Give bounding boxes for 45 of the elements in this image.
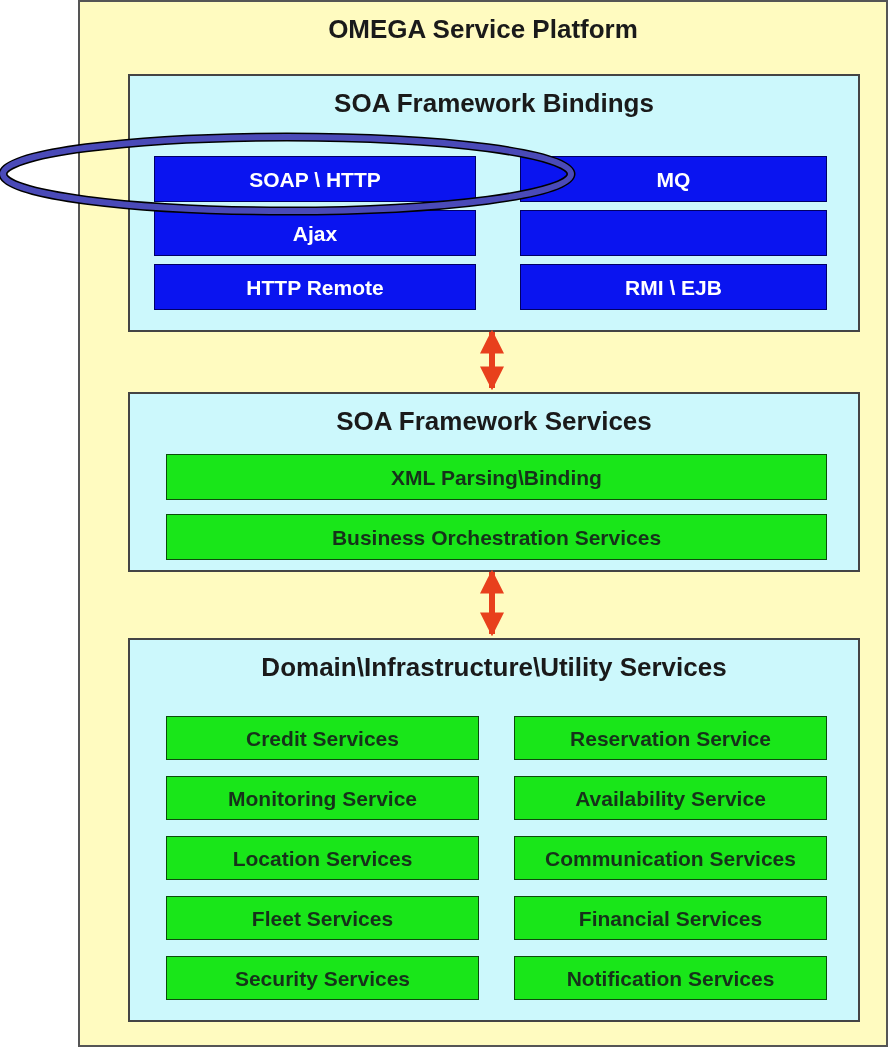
service-box bbox=[514, 716, 827, 760]
service-box bbox=[166, 896, 479, 940]
binding-box bbox=[154, 156, 476, 202]
double-arrow bbox=[480, 329, 504, 391]
box-label: Monitoring Service bbox=[228, 787, 417, 809]
binding-box bbox=[520, 156, 827, 202]
box-label: HTTP Remote bbox=[246, 276, 384, 298]
double-arrow bbox=[480, 569, 504, 637]
box-label: Security Services bbox=[234, 967, 411, 989]
box-label: Financial Services bbox=[578, 907, 763, 929]
service-box bbox=[166, 454, 827, 500]
service-box bbox=[166, 836, 479, 880]
layer-heading: Domain\Infrastructure\Utility Services bbox=[260, 654, 728, 680]
box-label: Business Orchestration Services bbox=[331, 526, 662, 548]
box-label: Notification Services bbox=[566, 967, 775, 989]
layer-heading: SOA Framework Bindings bbox=[333, 90, 655, 116]
service-box bbox=[166, 514, 827, 560]
box-label: Availability Service bbox=[575, 787, 766, 809]
box-label: Ajax bbox=[292, 222, 338, 244]
box-label: MQ bbox=[656, 168, 691, 190]
service-box bbox=[514, 836, 827, 880]
service-box bbox=[514, 776, 827, 820]
layer-heading: SOA Framework Services bbox=[335, 408, 653, 434]
box-label: Fleet Services bbox=[251, 907, 394, 929]
service-box bbox=[514, 896, 827, 940]
binding-box bbox=[520, 210, 827, 256]
box-label: RMI \ EJB bbox=[625, 276, 722, 298]
box-label: Credit Services bbox=[246, 727, 399, 749]
layer-panel bbox=[128, 74, 860, 332]
box-label: XML Parsing\Binding bbox=[391, 466, 602, 488]
box-label: Communication Services bbox=[545, 847, 796, 869]
box-label: Location Services bbox=[232, 847, 413, 869]
layer-heading: OMEGA Service Platform bbox=[327, 16, 639, 42]
binding-box bbox=[154, 264, 476, 310]
service-box bbox=[166, 956, 479, 1000]
layer-panel bbox=[128, 638, 860, 1022]
service-box bbox=[166, 776, 479, 820]
layer-panel bbox=[128, 392, 860, 572]
binding-box bbox=[520, 264, 827, 310]
service-box bbox=[166, 716, 479, 760]
binding-box bbox=[154, 210, 476, 256]
service-box bbox=[514, 956, 827, 1000]
box-label: Reservation Service bbox=[570, 727, 771, 749]
platform-frame bbox=[78, 0, 888, 1047]
box-label: SOAP \ HTTP bbox=[249, 168, 381, 190]
